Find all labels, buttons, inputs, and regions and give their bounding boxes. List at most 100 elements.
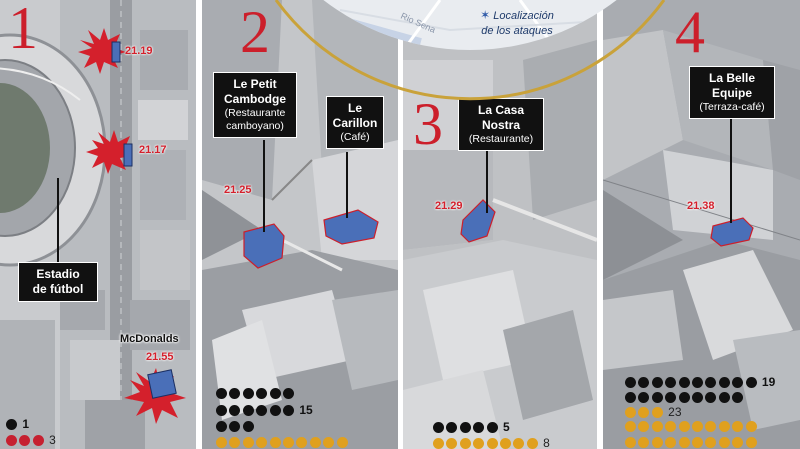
black-victim-dot (732, 376, 744, 388)
black-victim-dot (216, 404, 227, 416)
red-victim-dot (32, 434, 44, 446)
victims-injured-row-3 (625, 437, 759, 448)
gold-victim-dot (705, 437, 717, 448)
victim-count: 3 (49, 433, 56, 447)
gold-victim-dot (323, 437, 335, 448)
gold-victim-dot (625, 437, 636, 448)
victims-injured-row (216, 421, 256, 432)
black-victim-dot (459, 421, 471, 433)
gold-victim-dot (651, 437, 663, 448)
black-victim-dot (638, 392, 650, 403)
black-victim-dot (269, 404, 281, 416)
black-victim-dot (651, 376, 663, 388)
gold-victim-dot (651, 406, 663, 418)
attack-star-icon: ✶ (480, 8, 491, 22)
time-label: 21.38 (687, 200, 715, 212)
gold-victim-dot (691, 421, 703, 432)
black-victim-dot (446, 421, 458, 433)
red-victim-dot (19, 434, 31, 446)
gold-victim-dot (282, 437, 294, 448)
gold-victim-dot (745, 437, 757, 448)
gold-victim-dot (638, 437, 650, 448)
black-victim-dot (282, 404, 294, 416)
black-victim-dot (625, 392, 636, 403)
black-victim-dot (216, 388, 227, 399)
map-border (274, 0, 666, 101)
gold-victim-dot (242, 437, 254, 448)
black-victim-dot (665, 376, 677, 388)
la-casa-nostra-label: La Casa Nostra (Restaurante) (458, 98, 544, 151)
black-victim-dot (732, 392, 744, 403)
panel-2-petit-cambodge: 2 Le Petit Cambodge (Restaurante camboya… (202, 0, 398, 449)
victims-injured-row: 3 (6, 434, 56, 446)
black-victim-dot (433, 421, 444, 433)
black-victim-dot (229, 388, 241, 399)
gold-victim-dot (473, 437, 485, 449)
black-victim-dot (678, 376, 690, 388)
gold-victim-dot (499, 437, 511, 449)
pointer-line (346, 152, 348, 218)
gold-victim-dot (638, 406, 650, 418)
legend-text: Localización (493, 10, 554, 22)
time-label: 21.29 (435, 200, 463, 212)
black-victim-dot (256, 388, 268, 399)
black-victim-dot (229, 421, 241, 432)
gold-victim-dot (336, 437, 348, 448)
gold-victim-dot (678, 437, 690, 448)
victims-injured-row: 8 (433, 437, 550, 449)
gold-victim-dot (446, 437, 458, 449)
victims-dead-row (216, 388, 296, 399)
victims-dead-row-2: 15 (216, 404, 313, 416)
black-victim-dot (256, 404, 268, 416)
gold-victim-dot (269, 437, 281, 448)
panel-1-stade-de-france: 1 21.19 21.17 Estadio de fútbol McDonald… (0, 0, 196, 449)
panel-number-3: 3 (413, 91, 443, 157)
red-victim-dot (6, 434, 17, 446)
la-belle-equipe-label: La Belle Equipe (Terraza-café) (689, 66, 775, 119)
legend: ✶ Localización de los ataques (462, 8, 572, 39)
black-victim-dot (6, 418, 17, 430)
mcdonalds-label: McDonalds (120, 333, 179, 345)
gold-victim-dot (651, 421, 663, 432)
gold-victim-dot (216, 437, 227, 448)
pointer-line (57, 178, 59, 262)
black-victim-dot (705, 392, 717, 403)
black-victim-dot (718, 392, 730, 403)
black-victim-dot (705, 376, 717, 388)
gold-victim-dot (486, 437, 498, 449)
victims-dead-row: 5 (433, 421, 510, 433)
black-victim-dot (625, 376, 636, 388)
gold-victim-dot (732, 437, 744, 448)
black-victim-dot (242, 421, 254, 432)
black-victim-dot (638, 376, 650, 388)
victims-injured-row: 23 (625, 406, 682, 418)
black-victim-dot (242, 388, 254, 399)
explosion-icon-2 (86, 130, 132, 174)
black-victim-dot (691, 376, 703, 388)
gold-victim-dot (665, 421, 677, 432)
time-label: 21.17 (139, 144, 167, 156)
gold-victim-dot (732, 421, 744, 432)
black-victim-dot (282, 388, 294, 399)
gold-victim-dot (678, 421, 690, 432)
victim-count: 1 (22, 417, 30, 431)
gold-victim-dot (638, 421, 650, 432)
gold-victim-dot (513, 437, 525, 449)
gold-victim-dot (625, 421, 636, 432)
victim-count: 19 (761, 375, 776, 389)
time-label: 21.19 (125, 45, 153, 57)
gold-victim-dot (526, 437, 538, 449)
black-victim-dot (678, 392, 690, 403)
victim-count: 5 (502, 420, 510, 434)
gold-victim-dot (433, 437, 444, 449)
black-victim-dot (651, 392, 663, 403)
victims-dead-row: 1 (6, 418, 29, 430)
black-victim-dot (486, 421, 498, 433)
black-victim-dot (242, 404, 254, 416)
gold-victim-dot (691, 437, 703, 448)
gold-victim-dot (705, 421, 717, 432)
aerial-photo-stadium (0, 0, 196, 449)
pointer-line (263, 140, 265, 232)
gold-victim-dot (229, 437, 241, 448)
black-victim-dot (229, 404, 241, 416)
